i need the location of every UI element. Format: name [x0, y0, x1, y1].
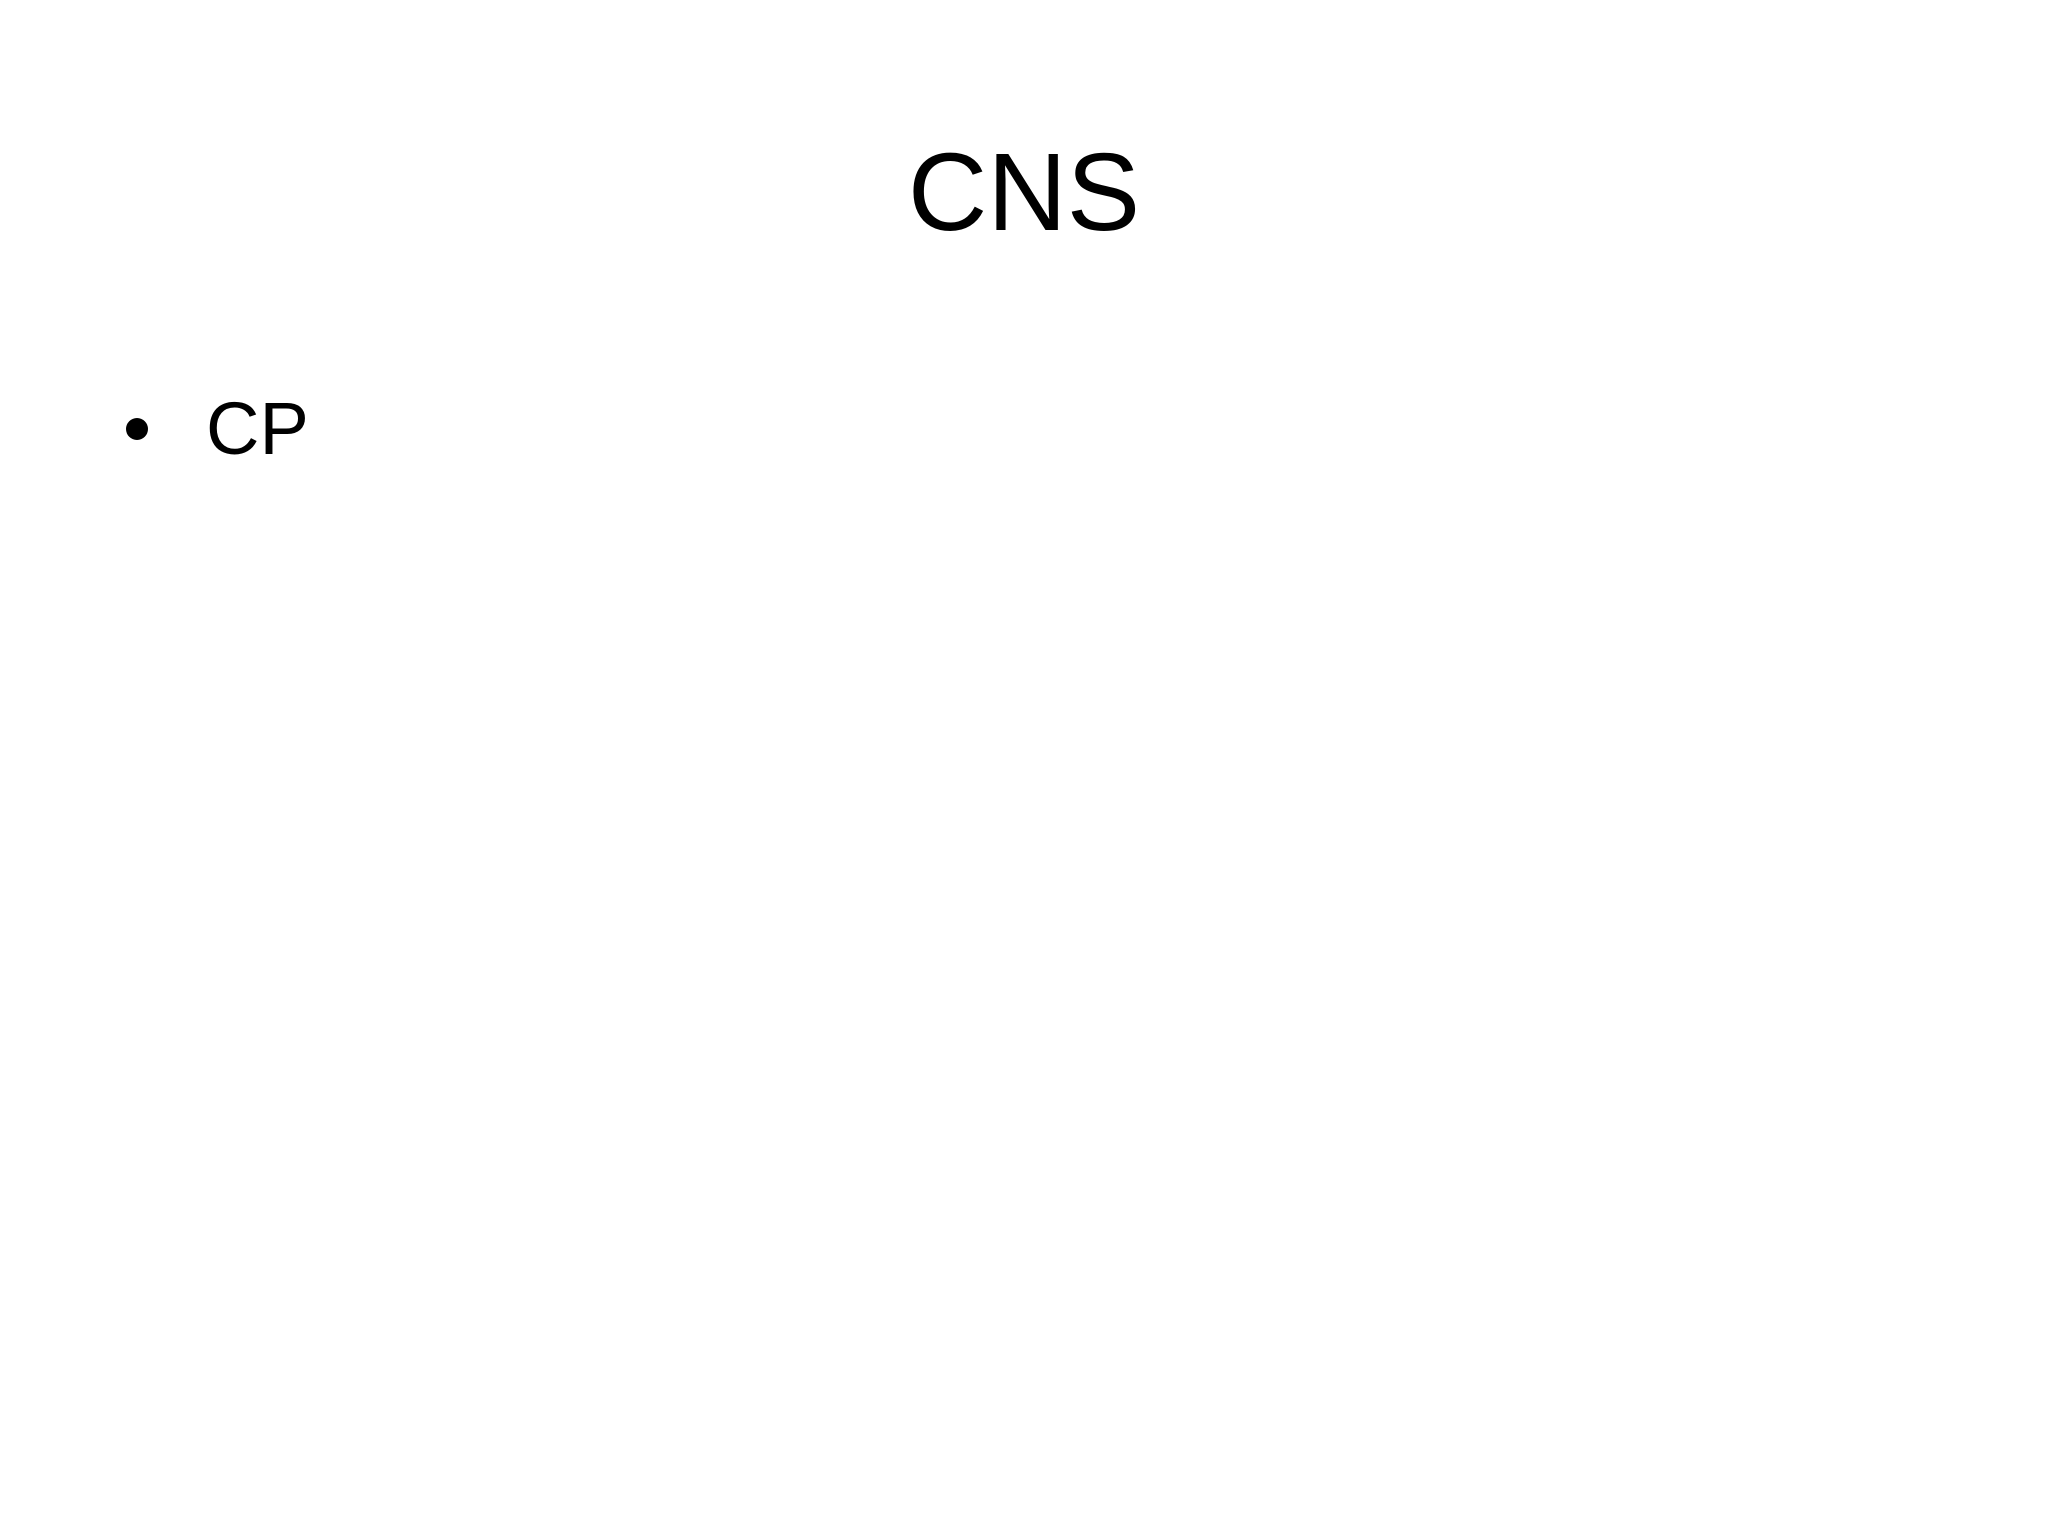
slide-title: CNS: [907, 131, 1141, 254]
bullet-list: CP: [126, 384, 309, 474]
bullet-icon: [126, 418, 148, 440]
list-item: CP: [126, 384, 309, 474]
bullet-text: CP: [206, 387, 309, 470]
